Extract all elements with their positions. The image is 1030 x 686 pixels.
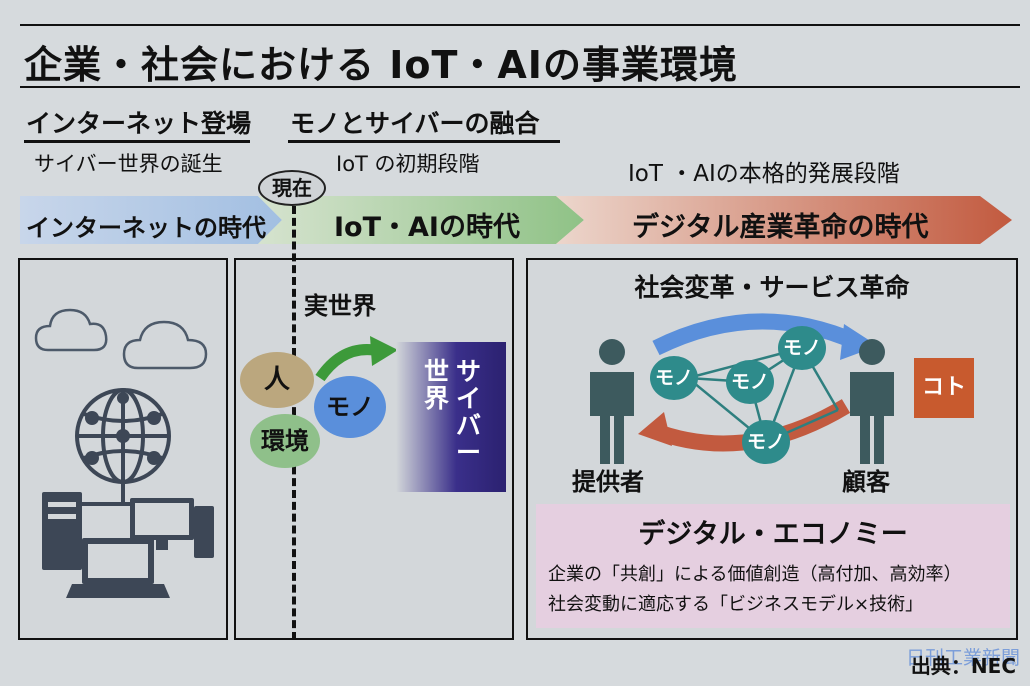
era-sub-iot: IoT の初期段階 (336, 152, 480, 176)
panel-internet-illustration (34, 308, 214, 598)
title-rule-top (20, 24, 1020, 26)
timeline-arrow-internet (20, 196, 282, 244)
real-world-label: 実世界 (304, 292, 376, 320)
desktop-computer-icon (42, 492, 214, 570)
timeline-arrow-digital (556, 196, 1012, 244)
timeline-label-iot: IoT・AIの時代 (334, 212, 520, 243)
social-revolution-heading: 社会変革・サービス革命 (634, 273, 910, 302)
timeline-label-internet: インターネットの時代 (26, 214, 266, 242)
person-icon (850, 339, 894, 464)
mono-node: モノ (726, 360, 774, 404)
arrow-icon (315, 336, 398, 382)
timeline-arrow-iot (258, 196, 584, 244)
title-rule-bottom (20, 86, 1020, 88)
digital-economy-box (536, 504, 1010, 628)
mono-node: モノ (742, 420, 790, 464)
source-credit: 出典：NEC (910, 654, 1016, 678)
mono-node: モノ (650, 356, 698, 400)
timeline-arrows (20, 196, 1012, 244)
era-sub-ai: IoT ・AIの本格的発展段階 (628, 161, 900, 187)
era-sub-internet: サイバー世界の誕生 (34, 152, 223, 176)
era-heading-rule (288, 140, 560, 143)
world-label: 世界 (424, 357, 450, 413)
customer-label: 顧客 (842, 468, 890, 496)
digital-economy-title: デジタル・エコノミー (638, 519, 908, 550)
cyber-label: サイバー (456, 357, 482, 467)
service-cycle-diagram (590, 313, 894, 464)
cyber-block (396, 342, 506, 492)
digital-economy-line1: 企業の「共創」による価値創造（高付加、高効率） (548, 564, 962, 585)
environment-blob: 環境 (250, 414, 320, 468)
cloud-icon (122, 320, 208, 370)
person-icon (590, 339, 634, 464)
mono-node: モノ (778, 326, 826, 370)
page-title: 企業・社会における IoT・AIの事業環境 (24, 43, 738, 87)
now-marker: 現在 (258, 170, 326, 206)
timeline-label-digital: デジタル産業革命の時代 (632, 212, 929, 243)
cloud-icon (34, 308, 108, 352)
era-heading-internet: インターネット登場 (26, 109, 252, 138)
digital-economy-line2: 社会変動に適応する「ビジネスモデル×技術」 (548, 594, 924, 615)
mono-blob: モノ (314, 376, 386, 438)
koto-box: コト (914, 358, 974, 418)
laptop-icon (66, 538, 170, 598)
era-heading-rule (24, 140, 250, 143)
person-blob: 人 (240, 352, 314, 408)
watermark: 日刊工業新聞 (905, 647, 1020, 669)
provider-label: 提供者 (572, 468, 644, 496)
era-heading-fusion: モノとサイバーの融合 (290, 109, 540, 138)
